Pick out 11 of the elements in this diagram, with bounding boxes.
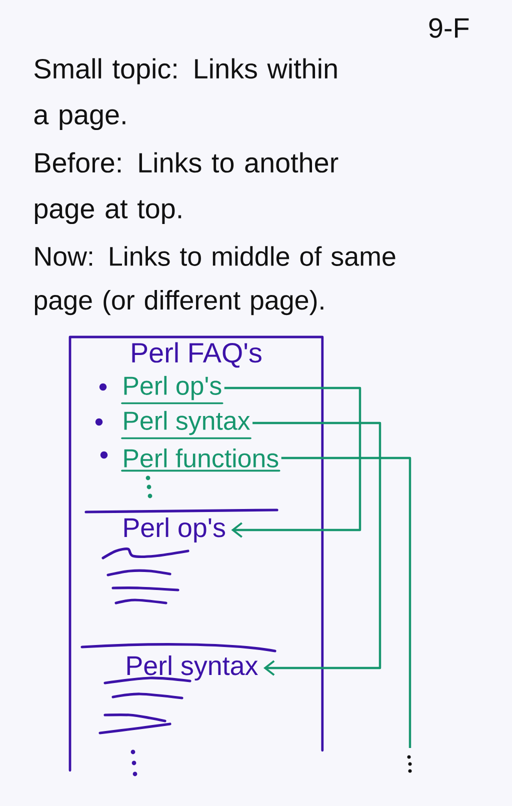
note-text: Now: Links to middle of same page (or different page). bbox=[34, 246, 396, 316]
note-text: Small topic: Links within a page. bbox=[34, 58, 337, 130]
section-heading: Perl syntax bbox=[127, 655, 258, 681]
link-arrow bbox=[224, 386, 362, 538]
link-text: Perl op's bbox=[121, 376, 224, 404]
page-number: 9-F bbox=[429, 18, 469, 38]
section-heading: Perl op's bbox=[124, 517, 225, 543]
note-text: Before: Links to another page at top. bbox=[35, 152, 338, 224]
link-text: Perl syntax bbox=[121, 410, 252, 440]
link-text: Perl functions bbox=[121, 448, 280, 472]
link-arrow bbox=[252, 422, 382, 676]
